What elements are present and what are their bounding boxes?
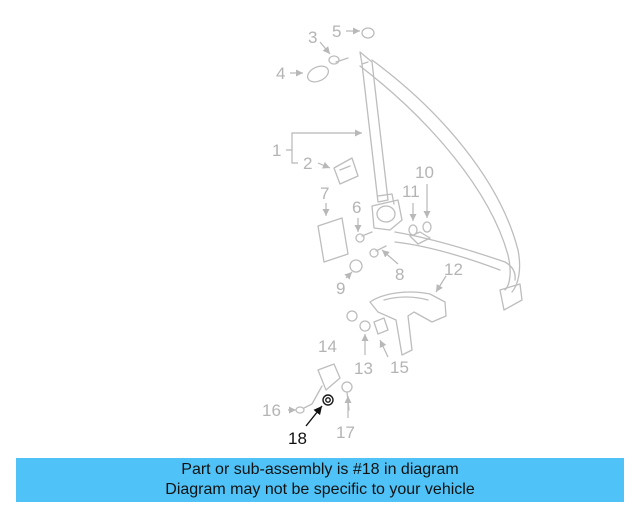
part-18-nut (305, 394, 334, 427)
callout-15: 15 (390, 358, 409, 377)
part-14-washer (346, 310, 358, 322)
part-2-guide (317, 157, 359, 185)
retractor (371, 193, 403, 231)
callout-14: 14 (318, 337, 337, 356)
callout-12: 12 (444, 260, 463, 279)
callout-10: 10 (415, 163, 434, 182)
callout-9: 9 (336, 279, 345, 298)
part-3-bolt (319, 41, 349, 65)
callout-7: 7 (320, 184, 329, 203)
info-banner: Part or sub-assembly is #18 in diagram D… (16, 458, 624, 502)
seat-belt-parts-diagram: 1 2 3 4 5 6 7 8 9 10 11 12 13 14 15 16 1… (262, 22, 523, 448)
part-12-bracket (369, 275, 447, 356)
callout-11: 11 (402, 182, 420, 201)
callout-5: 5 (332, 22, 341, 41)
banner-line-part: Part or sub-assembly is #18 in diagram (181, 461, 459, 478)
part-13-nut (359, 320, 371, 355)
part-5-cap (346, 27, 375, 39)
part-16-buckle (288, 363, 341, 414)
part-10-clip (422, 184, 432, 233)
part-11-clip (408, 203, 418, 236)
callout-2: 2 (303, 154, 312, 173)
part-4-cover (290, 65, 330, 83)
belt-webbing-diagonal (359, 59, 523, 311)
callout-8: 8 (395, 265, 404, 284)
part-9-washer (344, 259, 363, 280)
callout-3: 3 (308, 28, 317, 47)
part-1-leader (286, 129, 362, 164)
part-7-plate (317, 203, 349, 263)
callout-18: 18 (288, 429, 307, 448)
part-6-bolt (354, 218, 373, 243)
callout-1: 1 (272, 141, 281, 160)
callout-6: 6 (352, 198, 361, 217)
callout-16: 16 (262, 401, 281, 420)
part-17-bolt (341, 381, 353, 418)
belt-webbing-upper (359, 51, 389, 203)
callout-17: 17 (336, 423, 355, 442)
part-15-clip (373, 317, 389, 358)
callout-4: 4 (276, 64, 285, 83)
part-8-bolt (369, 245, 399, 265)
banner-line-disclaimer: Diagram may not be specific to your vehi… (165, 481, 475, 498)
callout-13: 13 (354, 359, 373, 378)
